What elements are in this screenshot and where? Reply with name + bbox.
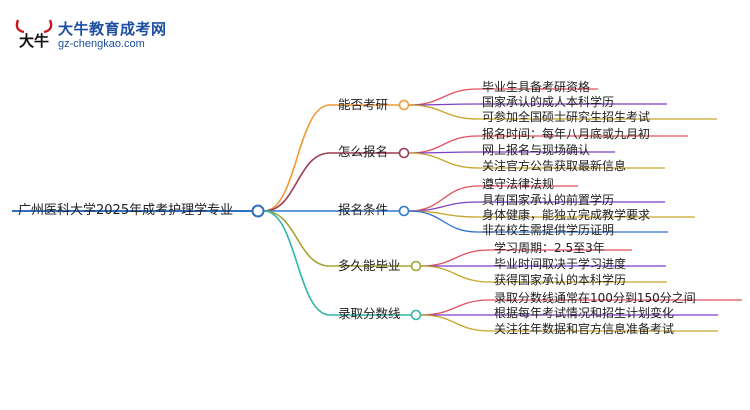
leaf-connector xyxy=(408,88,479,106)
leaf-label: 毕业生具备考研资格 xyxy=(482,80,591,94)
leaf-label: 毕业时间取决于学习进度 xyxy=(494,257,627,271)
branch-node xyxy=(410,309,422,321)
branch-label-1: 能否考研 xyxy=(338,97,389,112)
branch-connector xyxy=(263,104,331,212)
leaf-connector xyxy=(408,210,479,233)
branch-label-3: 报名条件 xyxy=(338,202,389,217)
leaf-label: 具有国家承认的前置学历 xyxy=(482,193,615,207)
branch-node xyxy=(398,99,410,111)
root-topic: 广州医科大学2025年成考护理学专业 xyxy=(18,203,234,218)
root-node xyxy=(251,204,265,218)
leaf-label: 根据每年考试情况和招生计划变化 xyxy=(494,306,675,320)
leaf-label: 录取分数线通常在100分到150分之间 xyxy=(494,291,696,305)
branch-label-2: 怎么报名 xyxy=(338,144,389,159)
leaf-label: 遵守法律法规 xyxy=(482,177,555,191)
leaf-connector xyxy=(420,265,491,283)
leaf-connector xyxy=(420,249,491,267)
site-name: 大牛教育成考网 xyxy=(58,20,167,38)
leaf-label: 报名时间：每年八月底或九月初 xyxy=(482,127,651,141)
branch-connector xyxy=(263,152,331,212)
site-logo[interactable]: 大牛 大牛教育成考网 gz-chengkao.com xyxy=(12,14,182,58)
leaf-connector xyxy=(408,135,479,154)
bull-logo-icon: 大牛 xyxy=(15,19,53,50)
leaf-label: 获得国家承认的本科学历 xyxy=(494,273,627,287)
leaf-label: 国家承认的成人本科学历 xyxy=(482,95,615,109)
site-url: gz-chengkao.com xyxy=(58,38,145,50)
branch-node xyxy=(398,205,410,217)
leaf-label: 可参加全国硕士研究生招生考试 xyxy=(482,110,651,124)
branch-label-5: 录取分数线 xyxy=(338,306,401,321)
leaf-label: 网上报名与现场确认 xyxy=(482,143,591,157)
leaf-connector xyxy=(408,104,479,120)
leaf-connector xyxy=(408,185,479,212)
leaf-label: 关注往年数据和官方信息准备考试 xyxy=(494,322,675,336)
leaf-label: 关注官方公告获取最新信息 xyxy=(482,159,627,173)
branch-node xyxy=(410,260,422,272)
branch-node xyxy=(398,147,410,159)
branch-connector xyxy=(263,210,331,316)
leaf-label: 身体健康，能独立完成教学要求 xyxy=(482,208,651,222)
leaf-label: 非在校生需提供学历证明 xyxy=(482,223,615,237)
logo-mark-text: 大牛 xyxy=(19,32,49,50)
branch-label-4: 多久能毕业 xyxy=(338,258,401,273)
branch-connector xyxy=(263,210,331,267)
leaf-connector xyxy=(420,314,491,332)
leaf-connector xyxy=(420,299,491,316)
leaf-connector xyxy=(408,152,479,169)
leaf-label: 学习周期：2.5至3年 xyxy=(494,241,605,255)
